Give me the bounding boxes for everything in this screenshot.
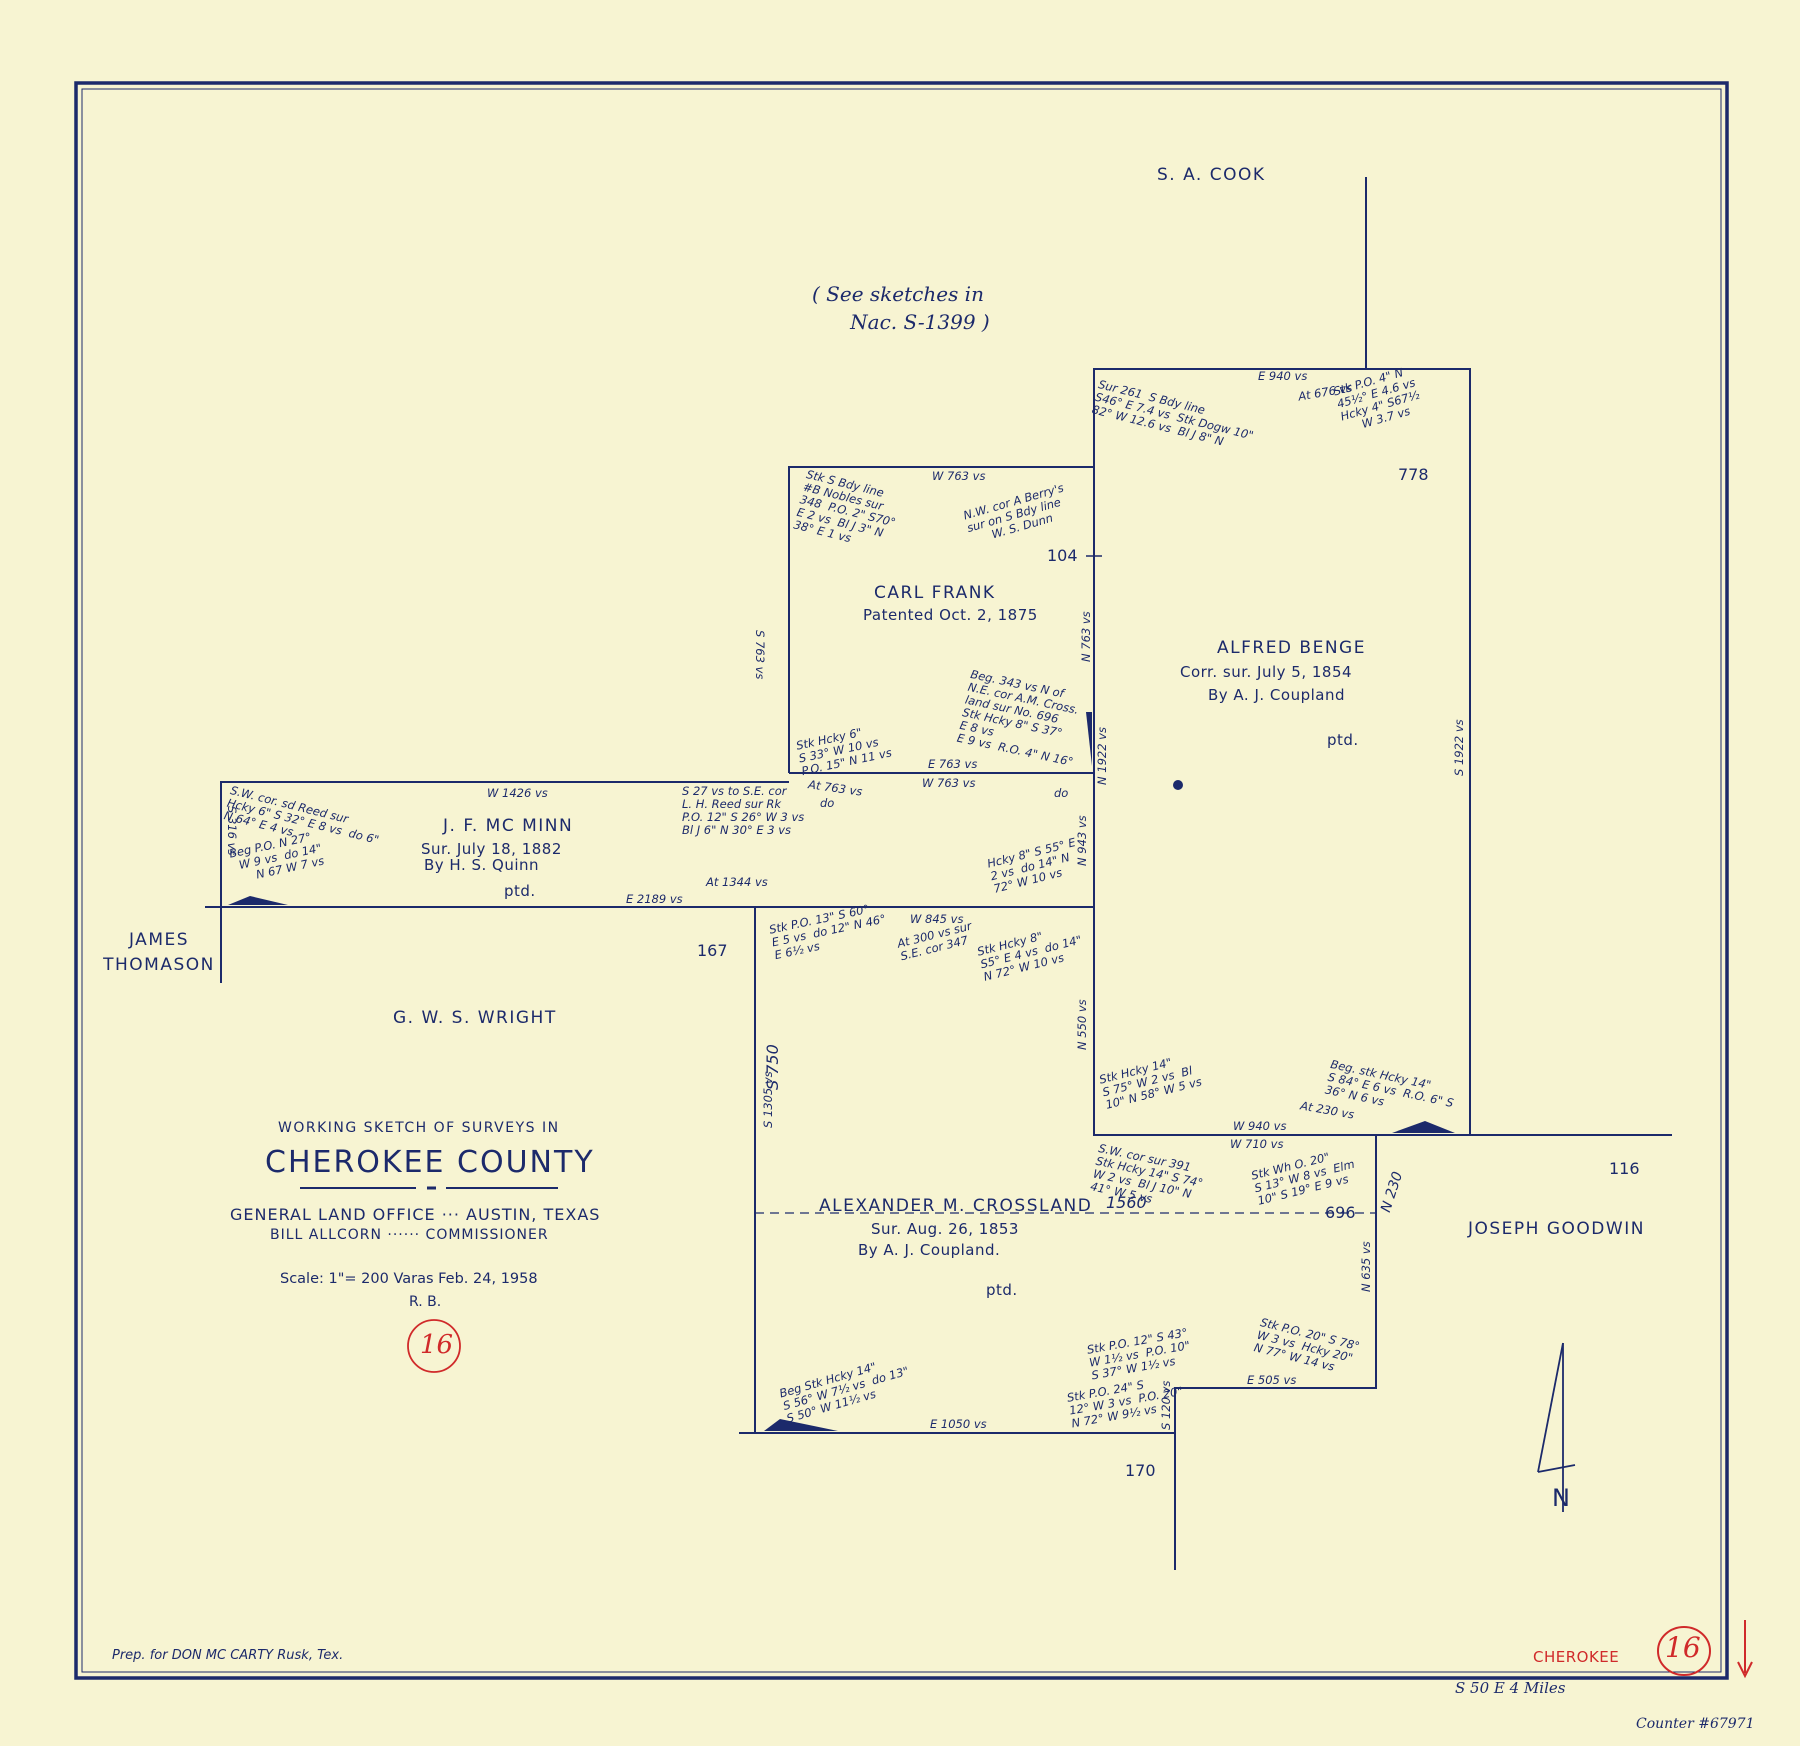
owner-gws-wright: G. W. S. WRIGHT bbox=[393, 1008, 557, 1028]
boundary-call: S 120 vs bbox=[1159, 1380, 1173, 1430]
corner-marker bbox=[1392, 1121, 1455, 1133]
survey-mcminn-surveyor: By H. S. Quinn bbox=[424, 856, 540, 874]
boundary-call: do bbox=[820, 796, 835, 810]
boundary-call: N 763 vs bbox=[1079, 611, 1093, 662]
boundary-call: N 635 vs bbox=[1359, 1241, 1373, 1292]
title-scale: Scale: 1"= 200 Varas Feb. 24, 1958 bbox=[280, 1271, 538, 1287]
tract-number: 116 bbox=[1609, 1159, 1640, 1178]
carl-frank-boundary bbox=[788, 466, 1094, 773]
boundary-call: W 845 vs bbox=[910, 912, 964, 926]
boundary-call: 1560 bbox=[1106, 1193, 1147, 1212]
neat-line bbox=[74, 81, 1729, 1680]
boundary-call: W 940 vs bbox=[1233, 1119, 1287, 1133]
mcminn-boundary bbox=[220, 781, 1094, 908]
owner-sa-cook: S. A. COOK bbox=[1157, 165, 1266, 185]
red-down-arrow bbox=[1737, 1620, 1753, 1679]
boundary-call: W 763 vs bbox=[922, 776, 976, 790]
boundary-call: S 763 vs bbox=[753, 630, 767, 680]
sheet-number-circle bbox=[407, 1319, 461, 1373]
title-line-4: BILL ALLCORN ······ COMMISSIONER bbox=[270, 1227, 549, 1243]
boundary-call: W 763 vs bbox=[932, 469, 986, 483]
corner-marker bbox=[764, 1419, 838, 1431]
title-initials: R. B. bbox=[409, 1294, 442, 1310]
tract-number: 104 bbox=[1047, 546, 1078, 565]
boundary-call: E 1050 vs bbox=[930, 1417, 987, 1431]
boundary-call: do bbox=[1054, 786, 1069, 800]
crossland-boundary bbox=[754, 907, 1377, 1434]
survey-alfred-benge-surveyor: By A. J. Coupland bbox=[1208, 686, 1345, 704]
direction-note: S 50 E 4 Miles bbox=[1455, 1679, 1566, 1697]
survey-carl-frank-name: CARL FRANK bbox=[874, 583, 996, 603]
neat-line-inner bbox=[81, 88, 1722, 1673]
tract-number: 167 bbox=[697, 941, 728, 960]
boundary-call: E 2189 vs bbox=[626, 892, 683, 906]
survey-crossland-surveyor: By A. J. Coupland. bbox=[858, 1241, 1001, 1259]
boundary-call: S 1922 vs bbox=[1452, 719, 1466, 776]
counter-number: Counter #67971 bbox=[1636, 1716, 1755, 1732]
tract-number: 696 bbox=[1325, 1203, 1356, 1222]
survey-alfred-benge-name: ALFRED BENGE bbox=[1217, 638, 1366, 658]
survey-alfred-benge-survey: Corr. sur. July 5, 1854 bbox=[1180, 663, 1353, 681]
survey-mcminn-survey: Sur. July 18, 1882 bbox=[421, 840, 562, 858]
survey-crossland-survey: Sur. Aug. 26, 1853 bbox=[871, 1220, 1019, 1238]
boundary-call: W 710 vs bbox=[1230, 1137, 1284, 1151]
corner-marker bbox=[1086, 712, 1092, 766]
boundary-call: E 763 vs bbox=[928, 757, 978, 771]
boundary-call: N 1922 vs bbox=[1095, 727, 1109, 785]
field-note: S 27 vs to S.E. cor L. H. Reed sur Rk P.… bbox=[682, 784, 805, 837]
title-sheet-number: 16 bbox=[420, 1330, 454, 1360]
survey-alfred-benge-status: ptd. bbox=[1327, 731, 1359, 749]
boundary-call: W 1426 vs bbox=[487, 786, 548, 800]
owner-james-thomason: JAMES THOMASON bbox=[103, 930, 215, 975]
north-arrow-label: N bbox=[1552, 1484, 1570, 1512]
corner-marker bbox=[228, 896, 288, 905]
stamp-number: 16 bbox=[1665, 1631, 1701, 1664]
survey-crossland-status: ptd. bbox=[986, 1281, 1018, 1299]
survey-mcminn-status: ptd. bbox=[504, 882, 536, 900]
survey-carl-frank-patent: Patented Oct. 2, 1875 bbox=[863, 606, 1038, 624]
owner-joseph-goodwin: JOSEPH GOODWIN bbox=[1468, 1219, 1645, 1239]
sketch-reference-note: ( See sketches in Nac. S-1399 ) bbox=[812, 282, 990, 334]
stamp-number-circle bbox=[1657, 1626, 1711, 1676]
boundary-call: E 940 vs bbox=[1258, 369, 1308, 383]
survey-crossland-name: ALEXANDER M. CROSSLAND bbox=[819, 1196, 1093, 1216]
title-line-1: WORKING SKETCH OF SURVEYS IN bbox=[278, 1120, 560, 1136]
title-county: CHEROKEE COUNTY bbox=[265, 1145, 595, 1180]
boundary-call: S 750 bbox=[763, 1044, 782, 1090]
boundary-call: E 505 vs bbox=[1247, 1373, 1297, 1387]
boundary-call: At 1344 vs bbox=[706, 875, 768, 889]
survey-mcminn-name: J. F. MC MINN bbox=[443, 816, 574, 836]
map-dot bbox=[1173, 780, 1183, 790]
stamp-county: CHEROKEE bbox=[1533, 1648, 1620, 1666]
title-line-3: GENERAL LAND OFFICE ··· AUSTIN, TEXAS bbox=[230, 1205, 601, 1224]
tract-number: 778 bbox=[1398, 465, 1429, 484]
boundary-call: N 550 vs bbox=[1075, 999, 1089, 1050]
tract-number: 170 bbox=[1125, 1461, 1156, 1480]
north-arrow bbox=[1537, 1342, 1576, 1512]
prepared-for: Prep. for DON MC CARTY Rusk, Tex. bbox=[112, 1648, 344, 1663]
